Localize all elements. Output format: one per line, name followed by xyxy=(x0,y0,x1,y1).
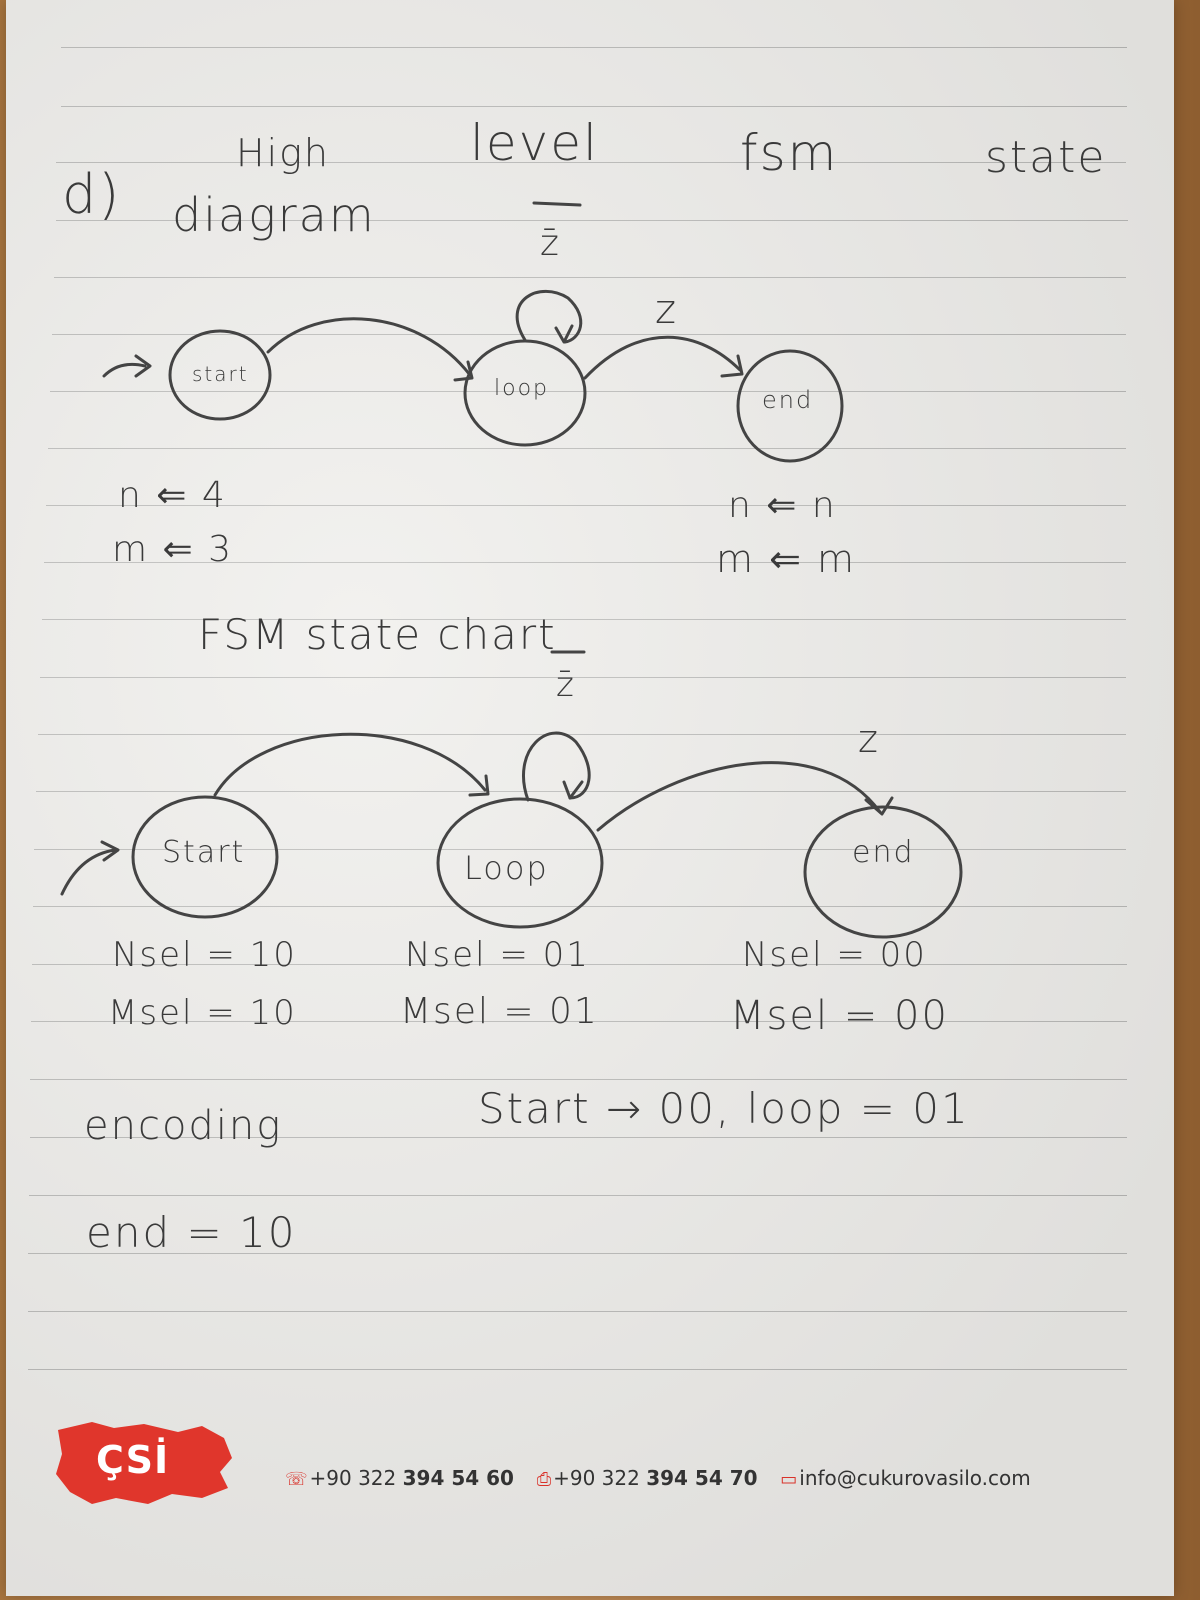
self-loop-label: z̄ xyxy=(540,223,561,264)
state-circle-Start xyxy=(131,795,279,919)
state-circle-Loop xyxy=(436,797,604,929)
arrowhead xyxy=(453,360,474,382)
end-action-m: m ⇐ m xyxy=(716,537,857,581)
email-address: info@cukurovasilo.com xyxy=(799,1466,1031,1490)
ruled-line xyxy=(50,391,1126,392)
item-label: d) xyxy=(62,163,122,226)
ruled-line xyxy=(56,220,1128,221)
end-action-n: n ⇐ n xyxy=(728,485,837,526)
output-msel-end: Msel = 00 xyxy=(730,993,949,1039)
ruled-line xyxy=(61,106,1127,107)
ruled-line xyxy=(30,1137,1127,1138)
transition-label: z xyxy=(655,287,678,333)
ruled-line xyxy=(44,562,1126,563)
heading-word-high: High xyxy=(236,131,331,175)
self-loop-label-2: z̄ xyxy=(556,665,576,705)
ruled-line xyxy=(52,334,1126,335)
ruled-line xyxy=(32,964,1127,965)
state-circle-end xyxy=(736,349,844,463)
transition-label-2: z xyxy=(858,717,880,761)
state-circle-end-2 xyxy=(803,805,963,939)
ruled-line xyxy=(30,1079,1127,1080)
overbar-stroke xyxy=(532,201,582,207)
output-nsel-loop: Nsel = 01 xyxy=(405,935,590,975)
output-msel-loop: Msel = 01 xyxy=(400,991,599,1032)
ruled-line xyxy=(61,47,1127,48)
csi-logo-text: ÇSİ xyxy=(96,1438,170,1482)
arrowhead xyxy=(864,796,894,816)
encoding-label: encoding xyxy=(84,1103,283,1149)
output-nsel-start: Nsel = 10 xyxy=(112,935,297,975)
state-label-end: end xyxy=(762,386,814,414)
phone-number: 394 54 60 xyxy=(402,1466,514,1490)
initial-arrow xyxy=(102,354,152,378)
footer-contact: ☏+90 322 394 54 60 ⎙+90 322 394 54 70 ▭i… xyxy=(285,1466,1031,1490)
state-circle-start xyxy=(168,329,272,421)
email-icon: ▭ xyxy=(780,1469,798,1490)
ruled-line xyxy=(46,505,1126,506)
heading-word-diagram: diagram xyxy=(172,188,376,242)
state-label-start: start xyxy=(192,362,249,386)
fax-number: 394 54 70 xyxy=(646,1466,758,1490)
state-label-loop: loop xyxy=(494,376,549,401)
arrowhead xyxy=(468,774,490,797)
self-loop-arrow xyxy=(515,289,583,344)
ruled-line xyxy=(40,677,1126,678)
self-loop-arrow-2 xyxy=(522,731,591,802)
ruled-line xyxy=(34,849,1126,850)
transition-arrow-Start-Loop xyxy=(213,732,487,797)
transition-arrow-start-loop xyxy=(266,317,472,377)
ruled-line xyxy=(28,1311,1127,1312)
fax-icon: ⎙ xyxy=(536,1469,552,1490)
arrowhead xyxy=(562,780,584,800)
phone-prefix: +90 322 xyxy=(309,1466,403,1490)
start-action-m: m ⇐ 3 xyxy=(112,529,234,570)
ruled-line xyxy=(29,1195,1127,1196)
start-action-n: n ⇐ 4 xyxy=(118,475,227,516)
transition-arrow-loop-end xyxy=(583,335,742,380)
section-title: FSM state chart xyxy=(198,610,557,659)
fax-prefix: +90 322 xyxy=(553,1466,647,1490)
ruled-line xyxy=(38,734,1126,735)
output-nsel-end: Nsel = 00 xyxy=(742,935,927,975)
ruled-line xyxy=(42,619,1126,620)
state-label-Loop: Loop xyxy=(464,849,549,887)
transition-arrow-Loop-end xyxy=(596,761,882,832)
encoding-line-2: end = 10 xyxy=(86,1208,297,1257)
heading-word-level: level xyxy=(470,114,599,172)
output-msel-start: Msel = 10 xyxy=(108,993,297,1033)
encoding-line-1: Start → 00, loop = 01 xyxy=(478,1084,970,1133)
ruled-line xyxy=(31,1021,1127,1022)
heading-word-fsm: fsm xyxy=(740,124,839,182)
arrowhead xyxy=(720,354,744,378)
heading-word-state: state xyxy=(985,132,1107,183)
state-label-end-2: end xyxy=(852,835,915,870)
state-label-Start: Start xyxy=(162,835,246,870)
ruled-line xyxy=(56,162,1126,163)
phone-icon: ☏ xyxy=(285,1469,308,1490)
ruled-line xyxy=(48,448,1126,449)
ruled-line xyxy=(28,1253,1127,1254)
csi-logo xyxy=(56,1422,232,1504)
ruled-line xyxy=(28,1369,1127,1370)
arrowhead xyxy=(554,324,574,344)
ruled-line xyxy=(54,277,1126,278)
ruled-line xyxy=(36,791,1126,792)
initial-arrow-2 xyxy=(60,840,120,896)
